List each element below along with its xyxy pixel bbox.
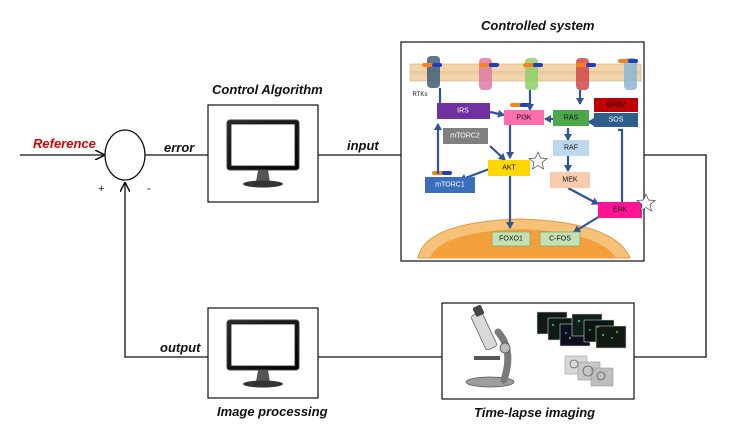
pathway-node-mek: MEK <box>550 172 590 188</box>
minus-sign: - <box>147 183 151 195</box>
time-lapse-imaging-title: Time-lapse imaging <box>474 405 595 420</box>
pathway-node-grb2: GRB2 <box>594 98 638 112</box>
star-icon <box>636 193 656 212</box>
pathway-node-erk: ERK <box>598 193 656 218</box>
pathway-node-sos: SOS <box>594 113 638 127</box>
input-label: input <box>347 138 379 153</box>
svg-text:mTORC2: mTORC2 <box>450 133 480 140</box>
pathway-node-foxo1: FOXO1 <box>491 231 531 247</box>
microscope-icon <box>465 305 515 388</box>
summing-junction <box>104 129 146 181</box>
loop-wiring <box>20 154 707 358</box>
image-processing-title: Image processing <box>217 404 328 419</box>
plant-output-line <box>634 154 707 358</box>
pathway-node-cfos: C-FOS <box>539 231 581 247</box>
monitor-icon <box>226 119 300 188</box>
reference-label: Reference <box>33 136 96 151</box>
fluorescence-image-stack <box>536 311 627 349</box>
brightfield-image-stack <box>564 355 614 387</box>
svg-text:MEK: MEK <box>562 177 578 184</box>
svg-text:AKT: AKT <box>502 165 516 172</box>
image-processing-block <box>207 307 319 399</box>
pathway-node-irs: IRS <box>437 103 490 119</box>
svg-text:C-FOS: C-FOS <box>549 236 571 243</box>
controlled-system-block: RTKs IRS PI3K <box>400 41 656 262</box>
svg-text:SOS: SOS <box>609 117 624 124</box>
controlled-system-title: Controlled system <box>481 18 595 33</box>
error-label: error <box>164 140 195 155</box>
pathway-node-mtorc2: mTORC2 <box>443 128 488 144</box>
pathway-node-ras: RAS <box>553 110 589 126</box>
svg-text:RAS: RAS <box>564 115 579 122</box>
pathway-node-raf: RAF <box>553 140 589 156</box>
svg-text:PI3K: PI3K <box>516 115 532 122</box>
svg-text:mTORC1: mTORC1 <box>435 182 465 189</box>
monitor-icon <box>226 319 300 388</box>
time-lapse-imaging-block <box>441 302 635 400</box>
pathway-node-mtorc1: mTORC1 <box>425 177 475 193</box>
svg-text:RAF: RAF <box>564 145 578 152</box>
svg-text:GRB2: GRB2 <box>606 102 625 109</box>
star-icon <box>528 151 548 170</box>
rtks-label: RTKs <box>413 92 428 98</box>
svg-text:FOXO1: FOXO1 <box>499 236 523 243</box>
pathway-node-pi3k: PI3K <box>504 110 544 125</box>
output-label: output <box>160 340 201 355</box>
feedback-line <box>125 183 208 358</box>
pathway-node-akt: AKT <box>488 151 548 176</box>
svg-text:ERK: ERK <box>613 207 628 214</box>
control-algorithm-title: Control Algorithm <box>212 82 323 97</box>
plus-sign: + <box>98 183 104 195</box>
control-algorithm-block <box>207 104 319 203</box>
svg-text:IRS: IRS <box>457 108 469 115</box>
